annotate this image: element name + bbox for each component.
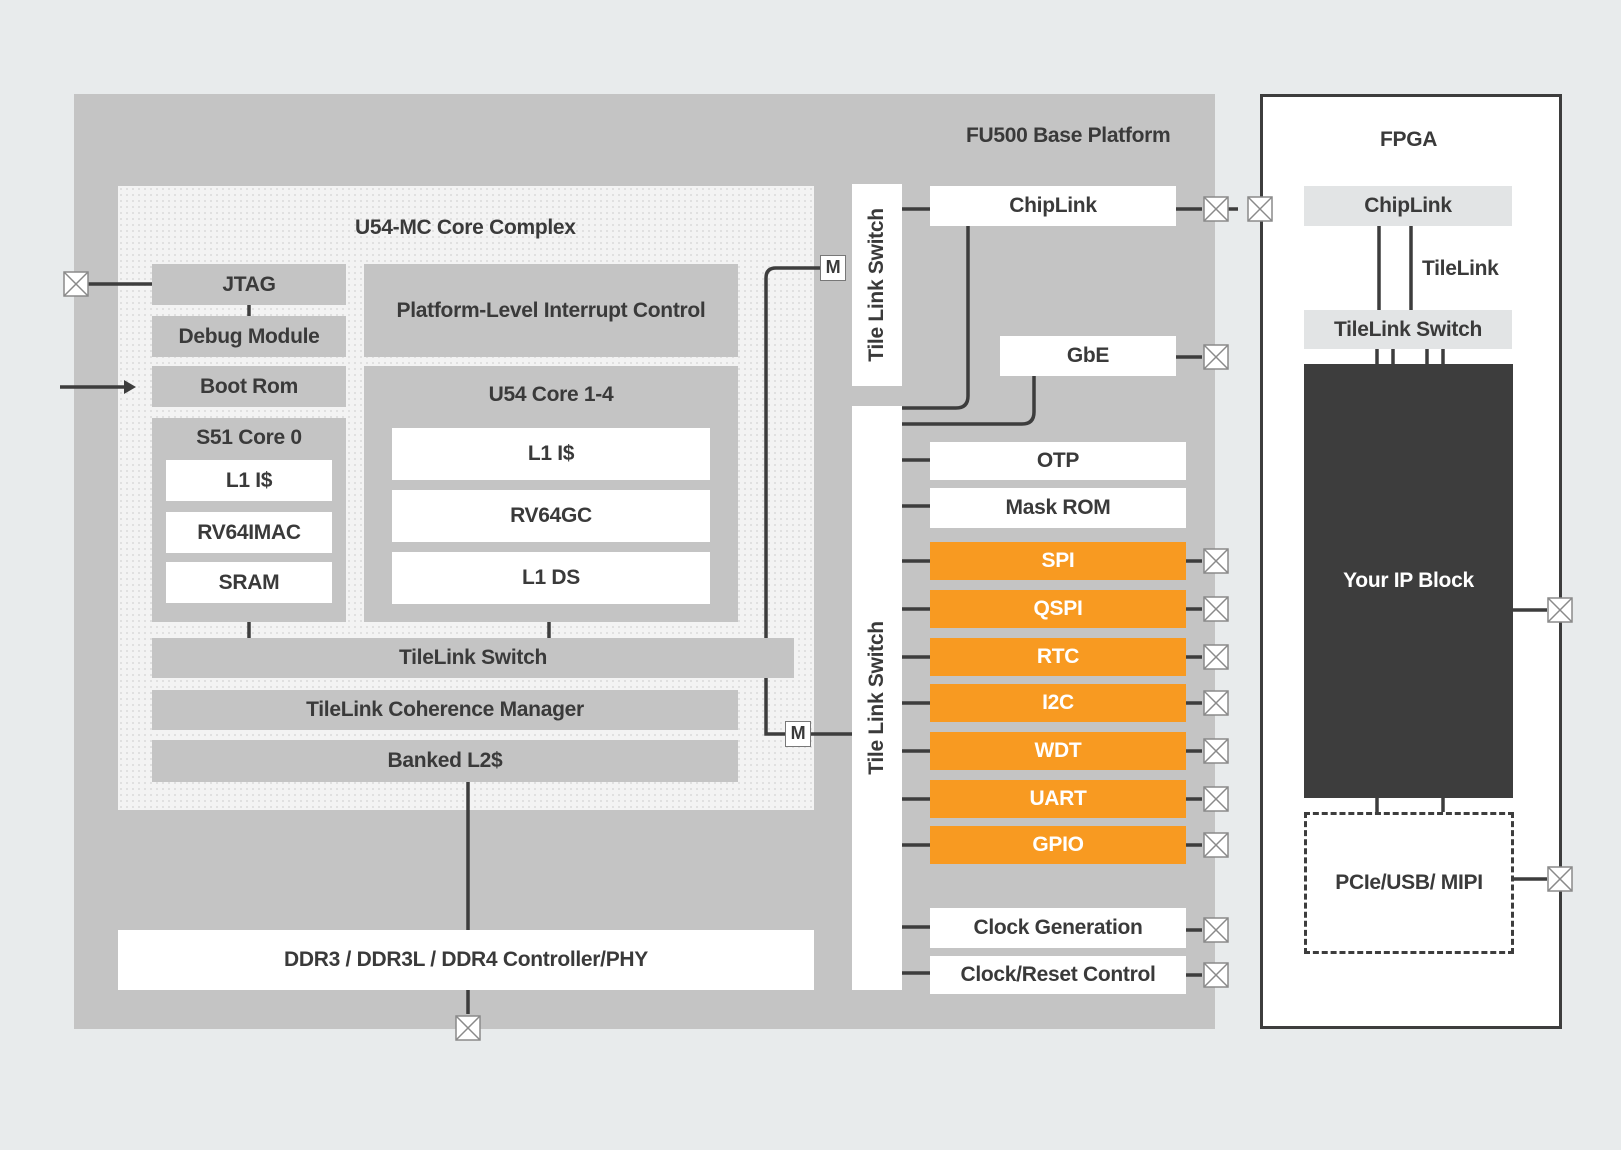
- tile-link-switch-bottom-label: Tile Link Switch: [865, 621, 889, 775]
- u54-l1i-block: L1 I$: [392, 428, 710, 480]
- tile-link-switch-top: Tile Link Switch: [852, 184, 902, 386]
- platform-title: FU500 Base Platform: [966, 124, 1171, 147]
- plic-block: Platform-Level Interrupt Control: [364, 264, 738, 357]
- u54-l1ds-block: L1 DS: [392, 552, 710, 604]
- gpio-block: GPIO: [930, 826, 1186, 864]
- core-tilelink-switch: TileLink Switch: [152, 638, 794, 678]
- core-complex-title: U54-MC Core Complex: [355, 216, 576, 239]
- wdt-block: WDT: [930, 732, 1186, 770]
- master-port-bottom: M: [785, 721, 811, 747]
- pcie-usb-mipi-block: PCIe/USB/ MIPI: [1304, 812, 1514, 954]
- clock-reset-control-block: Clock/Reset Control: [930, 956, 1186, 994]
- your-ip-block: Your IP Block: [1304, 364, 1513, 798]
- jtag-block: JTAG: [152, 264, 346, 305]
- debug-module-block: Debug Module: [152, 316, 346, 357]
- boot-rom-block: Boot Rom: [152, 366, 346, 407]
- u54-core-title: U54 Core 1-4: [488, 383, 614, 406]
- u54-rv64gc-block: RV64GC: [392, 490, 710, 542]
- mask-rom-block: Mask ROM: [930, 488, 1186, 528]
- fpga-tilelink-switch: TileLink Switch: [1304, 310, 1512, 349]
- uart-block: UART: [930, 780, 1186, 818]
- chiplink-block: ChipLink: [930, 186, 1176, 226]
- clock-generation-block: Clock Generation: [930, 908, 1186, 948]
- otp-block: OTP: [930, 442, 1186, 480]
- ddr-controller-block: DDR3 / DDR3L / DDR4 Controller/PHY: [118, 930, 814, 990]
- tile-link-switch-top-label: Tile Link Switch: [865, 208, 889, 362]
- qspi-block: QSPI: [930, 590, 1186, 628]
- s51-sram-block: SRAM: [166, 562, 332, 603]
- spi-block: SPI: [930, 542, 1186, 580]
- s51-rv64imac-block: RV64IMAC: [166, 512, 332, 553]
- tile-link-switch-bottom: Tile Link Switch: [852, 406, 902, 990]
- master-port-top: M: [820, 255, 846, 281]
- coherence-manager-block: TileLink Coherence Manager: [152, 690, 738, 730]
- fpga-chiplink-block: ChipLink: [1304, 186, 1512, 226]
- i2c-block: I2C: [930, 684, 1186, 722]
- banked-l2-block: Banked L2$: [152, 740, 738, 782]
- s51-core-title: S51 Core 0: [196, 426, 302, 449]
- s51-l1i-block: L1 I$: [166, 460, 332, 501]
- fpga-title: FPGA: [1380, 128, 1438, 151]
- fpga-tilelink-label: TileLink: [1422, 257, 1499, 280]
- rtc-block: RTC: [930, 638, 1186, 676]
- gbe-block: GbE: [1000, 336, 1176, 376]
